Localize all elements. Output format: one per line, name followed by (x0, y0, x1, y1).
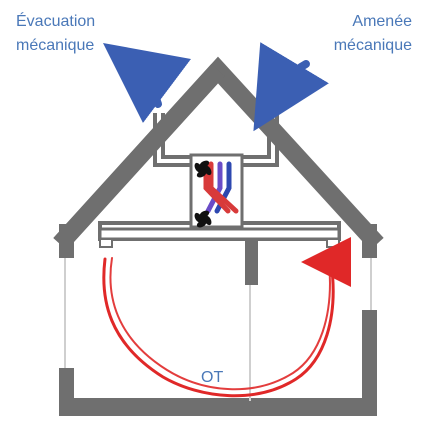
ot-label: OT (201, 369, 224, 386)
blue-supply-arrow (253, 42, 329, 132)
left-wall-upper (59, 224, 74, 368)
roof (53, 56, 384, 251)
red-circulation-arrow (102, 237, 351, 398)
exhaust-label: Évacuation mécanique (16, 10, 95, 58)
exhaust-label-line-1: Évacuation (16, 13, 96, 30)
supply-label: Amenée mécanique (334, 10, 412, 58)
supply-label-line-2: mécanique (333, 37, 412, 54)
supply-label-line-1: Amenée (352, 13, 412, 30)
attic-floor-duct (98, 221, 341, 248)
fan-icon-top (194, 160, 212, 178)
house-base (59, 239, 377, 416)
blue-exhaust-arrow (103, 42, 192, 124)
right-wall-upper (362, 224, 377, 310)
exhaust-label-line-2: mécanique (16, 37, 95, 54)
fan-icon-bottom (194, 210, 212, 228)
